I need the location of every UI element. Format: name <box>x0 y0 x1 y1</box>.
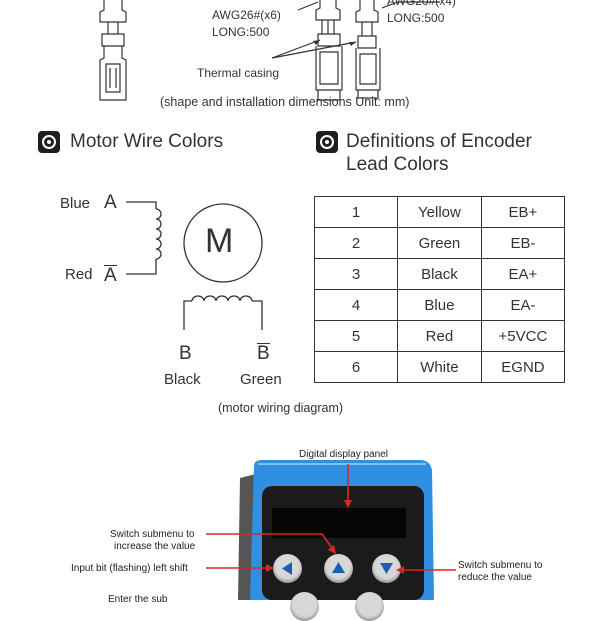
dimensions-caption: (shape and installation dimensions Unit:… <box>160 95 410 109</box>
long-left-label: LONG:500 <box>212 25 270 39</box>
wire-color-cell: Blue <box>396 289 482 321</box>
callout-arrows <box>206 464 456 574</box>
triangle-left-icon <box>282 562 292 575</box>
label-blue: Blue <box>60 195 91 212</box>
signal-cell: EGND <box>480 351 566 383</box>
reduce-label-line1: Switch submenu to <box>458 560 543 571</box>
label-red: Red <box>65 266 93 283</box>
awg20-label: AWG20#(x4) <box>387 0 456 8</box>
wire-color-cell: Black <box>396 258 482 290</box>
encoder-heading-line1: Definitions of Encoder <box>346 131 532 152</box>
phase-b-label: B <box>179 343 192 364</box>
display-panel-label: Digital display panel <box>299 449 388 460</box>
signal-cell: +5VCC <box>480 320 566 352</box>
power-icon <box>316 131 338 153</box>
motor-diagram-caption: (motor wiring diagram) <box>218 401 344 415</box>
motor-symbol: M <box>205 222 234 260</box>
left-shift-button[interactable] <box>273 554 302 583</box>
pin-number-cell: 3 <box>314 258 398 290</box>
long-right-label: LONG:500 <box>387 11 445 25</box>
wire-color-cell: Yellow <box>396 196 482 228</box>
left-shift-label: Input bit (flashing) left shift <box>71 563 188 574</box>
triangle-down-icon <box>380 563 393 574</box>
label-black: Black <box>164 371 201 388</box>
pin-number-cell: 4 <box>314 289 398 321</box>
increase-button[interactable] <box>324 554 353 583</box>
phase-a-label: A <box>104 192 117 213</box>
power-icon <box>38 131 60 153</box>
motor-wiring-diagram <box>126 201 263 330</box>
wire-color-cell: White <box>396 351 482 383</box>
label-green: Green <box>240 371 282 388</box>
reduce-button[interactable] <box>372 554 401 583</box>
pin-number-cell: 1 <box>314 196 398 228</box>
increase-label-line2: increase the value <box>114 541 196 552</box>
pin-number-cell: 2 <box>314 227 398 259</box>
motor-wire-heading: Motor Wire Colors <box>70 131 224 152</box>
signal-cell: EB- <box>480 227 566 259</box>
triangle-up-icon <box>332 562 345 573</box>
increase-label-line1: Switch submenu to <box>110 529 195 540</box>
phase-a-bar-label: A <box>104 265 117 286</box>
signal-cell: EB+ <box>480 196 566 228</box>
signal-cell: EA- <box>480 289 566 321</box>
phase-b-bar-label: B <box>257 343 270 364</box>
thermal-casing-label: Thermal casing <box>197 66 280 80</box>
wire-color-cell: Green <box>396 227 482 259</box>
signal-cell: EA+ <box>480 258 566 290</box>
encoder-heading-line2: Lead Colors <box>346 154 449 175</box>
reduce-label-line2: reduce the value <box>458 572 532 583</box>
awg26-label: AWG26#(x6) <box>212 8 281 22</box>
connector-drawing <box>99 0 440 101</box>
pin-number-cell: 5 <box>314 320 398 352</box>
wire-color-cell: Red <box>396 320 482 352</box>
pin-number-cell: 6 <box>314 351 398 383</box>
